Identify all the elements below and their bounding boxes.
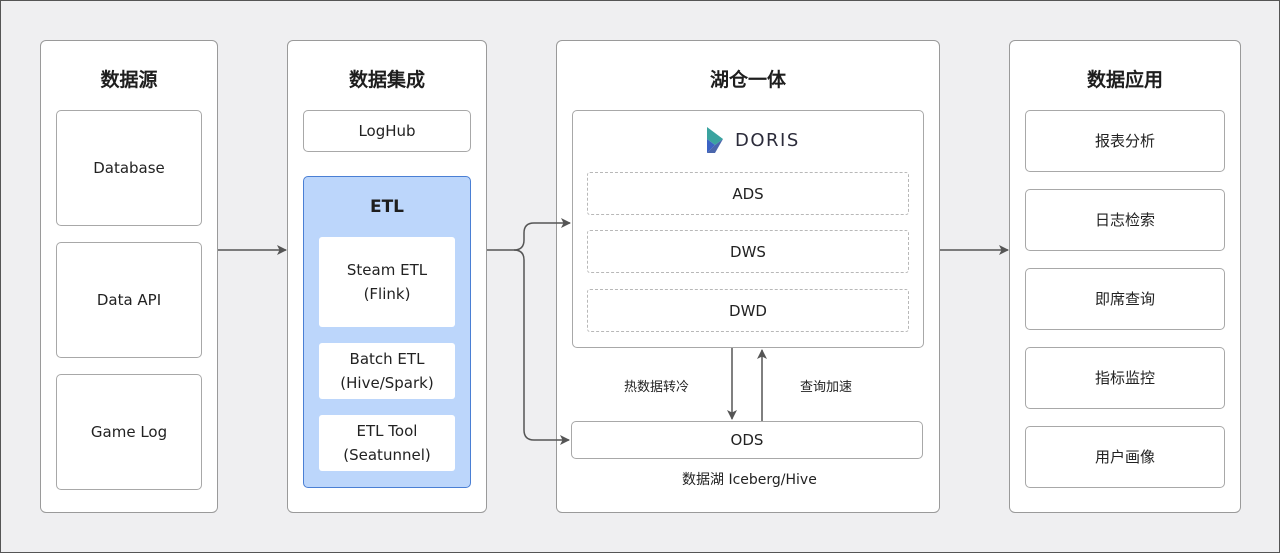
etl-tool-name: ETL Tool (356, 422, 418, 440)
app-metric-monitor: 指标监控 (1025, 347, 1225, 409)
hot-to-cold-label: 热数据转冷 (624, 380, 690, 395)
source-database: Database (56, 110, 202, 226)
layer-dwd: DWD (587, 289, 909, 332)
data-sources-title: 数据源 (100, 69, 158, 91)
data-integration-title: 数据集成 (348, 69, 425, 91)
loghub-box: LogHub (303, 110, 471, 152)
arrow-integration-to-ods (513, 249, 570, 445)
etl-title: ETL (369, 197, 405, 217)
etl-tool: ETL Tool (Seatunnel) (319, 415, 455, 471)
etl-steam-name: Steam ETL (346, 261, 428, 279)
source-data-api: Data API (56, 242, 202, 358)
doris-logo-text: DORIS (735, 129, 800, 151)
doris-logo-icon (707, 127, 723, 153)
etl-batch-engine: (Hive/Spark) (340, 374, 434, 392)
layer-ads: ADS (587, 172, 909, 215)
app-reports: 报表分析 (1025, 110, 1225, 172)
etl-batch-name: Batch ETL (349, 350, 425, 368)
arrow-integration-to-doris (487, 218, 571, 251)
data-lake-caption: 数据湖 Iceberg/Hive (682, 472, 817, 488)
doris-logo: DORIS (703, 124, 800, 156)
etl-steam-engine: (Flink) (363, 285, 411, 303)
ods-box: ODS (571, 421, 923, 459)
source-game-log: Game Log (56, 374, 202, 490)
layer-dws: DWS (587, 230, 909, 273)
etl-tool-engine: (Seatunnel) (343, 446, 431, 464)
doris-container (572, 110, 924, 348)
app-log-search: 日志检索 (1025, 189, 1225, 251)
lakehouse-title: 湖仓一体 (709, 69, 786, 91)
query-accel-label: 查询加速 (800, 380, 853, 395)
app-adhoc-query: 即席查询 (1025, 268, 1225, 330)
app-user-profile: 用户画像 (1025, 426, 1225, 488)
etl-batch: Batch ETL (Hive/Spark) (319, 343, 455, 399)
etl-steam: Steam ETL (Flink) (319, 237, 455, 327)
data-applications-title: 数据应用 (1086, 69, 1163, 91)
